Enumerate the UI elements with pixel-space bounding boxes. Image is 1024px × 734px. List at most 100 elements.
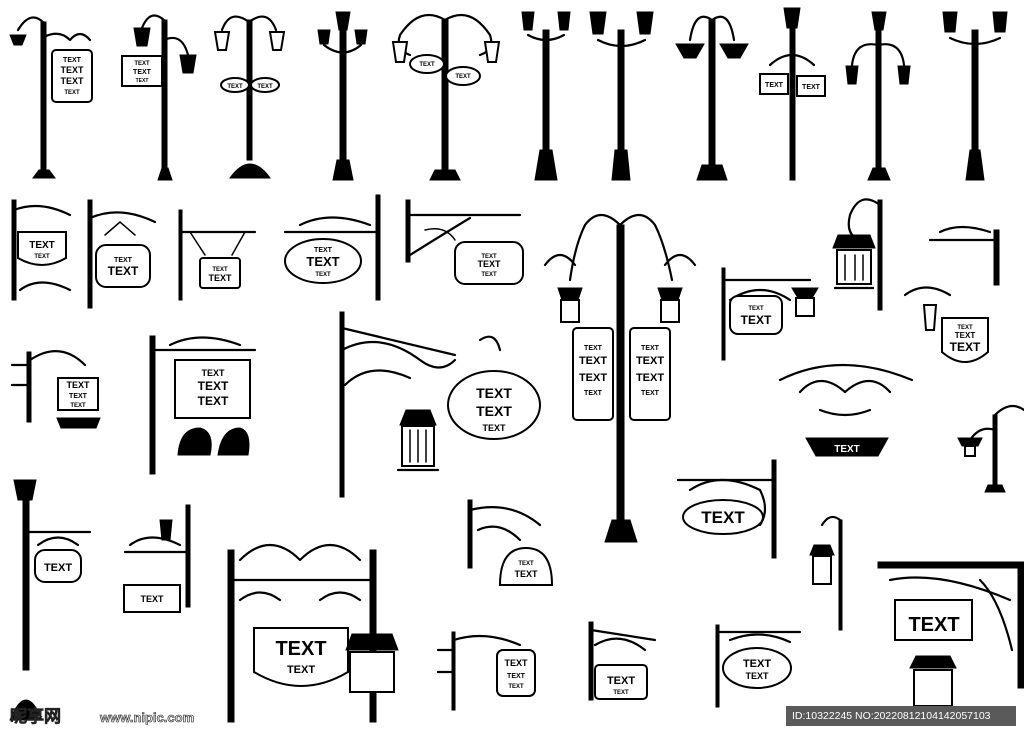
lamp-post-3: TEXT TEXT (213, 15, 286, 179)
svg-text:TEXT: TEXT (636, 355, 664, 367)
svg-text:TEXT: TEXT (476, 385, 512, 401)
lamp-post-11 (942, 11, 1008, 181)
svg-text:TEXT: TEXT (584, 345, 603, 352)
big-gate-sign: TEXT TEXT (227, 544, 399, 723)
svg-text:TEXT: TEXT (518, 561, 534, 567)
site-watermark: 昵享网 www.nipic.com (10, 706, 195, 727)
svg-text:TEXT: TEXT (133, 69, 152, 76)
hanging-sign-4: TEXT TEXT TEXT (283, 194, 381, 301)
svg-text:TEXT: TEXT (584, 390, 603, 397)
svg-text:TEXT: TEXT (201, 368, 225, 378)
svg-text:TEXT: TEXT (315, 272, 331, 278)
svg-text:TEXT: TEXT (641, 390, 660, 397)
svg-text:TEXT: TEXT (955, 331, 976, 340)
svg-text:TEXT: TEXT (140, 594, 164, 604)
svg-text:TEXT: TEXT (579, 355, 607, 367)
svg-text:TEXT: TEXT (198, 394, 229, 408)
hanging-sign-5: TEXT TEXT TEXT (405, 199, 524, 285)
svg-text:TEXT: TEXT (482, 423, 506, 433)
hanging-sign-8: TEXT TEXT TEXT (10, 350, 101, 429)
svg-text:TEXT: TEXT (504, 658, 528, 668)
svg-text:TEXT: TEXT (60, 76, 84, 86)
lamp-post-10 (845, 11, 911, 181)
svg-text:TEXT: TEXT (198, 379, 229, 393)
watermark-logo-text: 昵享网 (10, 706, 61, 726)
svg-text:TEXT: TEXT (69, 393, 88, 400)
svg-text:TEXT: TEXT (64, 90, 80, 96)
svg-text:TEXT: TEXT (63, 57, 82, 64)
wall-lantern-2 (809, 515, 843, 631)
lamp-post-4 (317, 11, 368, 181)
small-lamp (957, 404, 1024, 493)
ornate-bracket-sign: TEXT (676, 459, 777, 559)
svg-text:TEXT: TEXT (701, 508, 745, 527)
svg-text:TEXT: TEXT (514, 569, 538, 579)
svg-text:TEXT: TEXT (287, 664, 315, 676)
elephant-sign: TEXT TEXT TEXT (149, 335, 257, 475)
svg-text:TEXT: TEXT (455, 74, 471, 80)
hanging-sign-7: TEXT TEXT (721, 267, 819, 361)
svg-text:TEXT: TEXT (419, 62, 435, 68)
svg-text:TEXT: TEXT (44, 562, 72, 574)
svg-text:TEXT: TEXT (765, 82, 784, 89)
svg-text:TEXT: TEXT (741, 313, 772, 327)
watermark-site-text: www.nipic.com (99, 710, 194, 725)
svg-text:TEXT: TEXT (257, 84, 273, 90)
svg-text:TEXT: TEXT (481, 272, 497, 278)
ribbon-sign: TEXT (778, 363, 914, 457)
svg-text:TEXT: TEXT (508, 684, 524, 690)
wall-lantern-1 (832, 198, 883, 311)
svg-text:TEXT: TEXT (108, 264, 139, 278)
svg-text:TEXT: TEXT (66, 380, 90, 390)
svg-text:TEXT: TEXT (950, 340, 981, 354)
small-sign-3: TEXT TEXT (715, 624, 802, 708)
svg-text:TEXT: TEXT (306, 254, 339, 269)
svg-text:TEXT: TEXT (481, 254, 497, 260)
lamp-post-5: TEXT TEXT (391, 13, 501, 181)
hanging-sign-6: TEXT TEXT TEXT (903, 225, 1000, 363)
svg-text:TEXT: TEXT (745, 671, 769, 681)
svg-text:TEXT: TEXT (476, 403, 512, 419)
svg-text:TEXT: TEXT (743, 658, 771, 670)
svg-text:TEXT: TEXT (908, 614, 959, 636)
svg-text:TEXT: TEXT (29, 240, 55, 251)
svg-text:TEXT: TEXT (636, 372, 664, 384)
lamp-post-9: TEXT TEXT (759, 7, 826, 181)
bell-sign: TEXT TEXT (467, 499, 554, 586)
svg-text:TEXT: TEXT (579, 372, 607, 384)
svg-text:TEXT: TEXT (212, 267, 228, 273)
svg-text:TEXT: TEXT (477, 259, 501, 269)
svg-text:TEXT: TEXT (208, 273, 232, 283)
svg-text:TEXT: TEXT (70, 403, 86, 409)
lamp-post-2: TEXT TEXT TEXT (121, 14, 197, 181)
svg-text:TEXT: TEXT (957, 325, 973, 331)
svg-text:TEXT: TEXT (613, 690, 629, 696)
svg-text:TEXT: TEXT (314, 247, 333, 254)
lamp-post-6 (521, 11, 571, 181)
svg-text:TEXT: TEXT (227, 84, 243, 90)
small-sign-2: TEXT TEXT (588, 621, 657, 701)
svg-text:TEXT: TEXT (641, 345, 660, 352)
svg-text:TEXT: TEXT (114, 257, 133, 264)
svg-text:TEXT: TEXT (34, 254, 50, 260)
svg-text:TEXT: TEXT (136, 78, 149, 84)
image-id-bar: ID:10322245 NO:20220812104142057103 (786, 706, 1016, 726)
svg-text:TEXT: TEXT (60, 65, 84, 75)
lamp-post-8 (675, 15, 749, 181)
lamp-post-7 (589, 11, 654, 181)
double-lamp-post: TEXT TEXT TEXT TEXT TEXT TEXT TEXT TEXT (543, 213, 697, 543)
hanging-sign-2: TEXT TEXT (87, 199, 157, 309)
svg-text:TEXT: TEXT (802, 84, 821, 91)
hanging-sign-3: TEXT TEXT (178, 209, 257, 301)
small-sign-1: TEXT TEXT TEXT (436, 631, 536, 711)
hanging-sign-1: TEXT TEXT (11, 199, 72, 301)
lamp-post-1: TEXT TEXT TEXT TEXT (9, 16, 93, 179)
corner-bracket-sign: TEXT (877, 561, 1024, 707)
tall-lamp-sign: TEXT (9, 479, 92, 721)
svg-text:TEXT: TEXT (507, 673, 526, 680)
hanging-sign-9: TEXT (123, 504, 191, 613)
svg-text:TEXT: TEXT (275, 638, 326, 660)
svg-text:TEXT: TEXT (834, 444, 860, 455)
svg-text:TEXT: TEXT (748, 306, 764, 312)
